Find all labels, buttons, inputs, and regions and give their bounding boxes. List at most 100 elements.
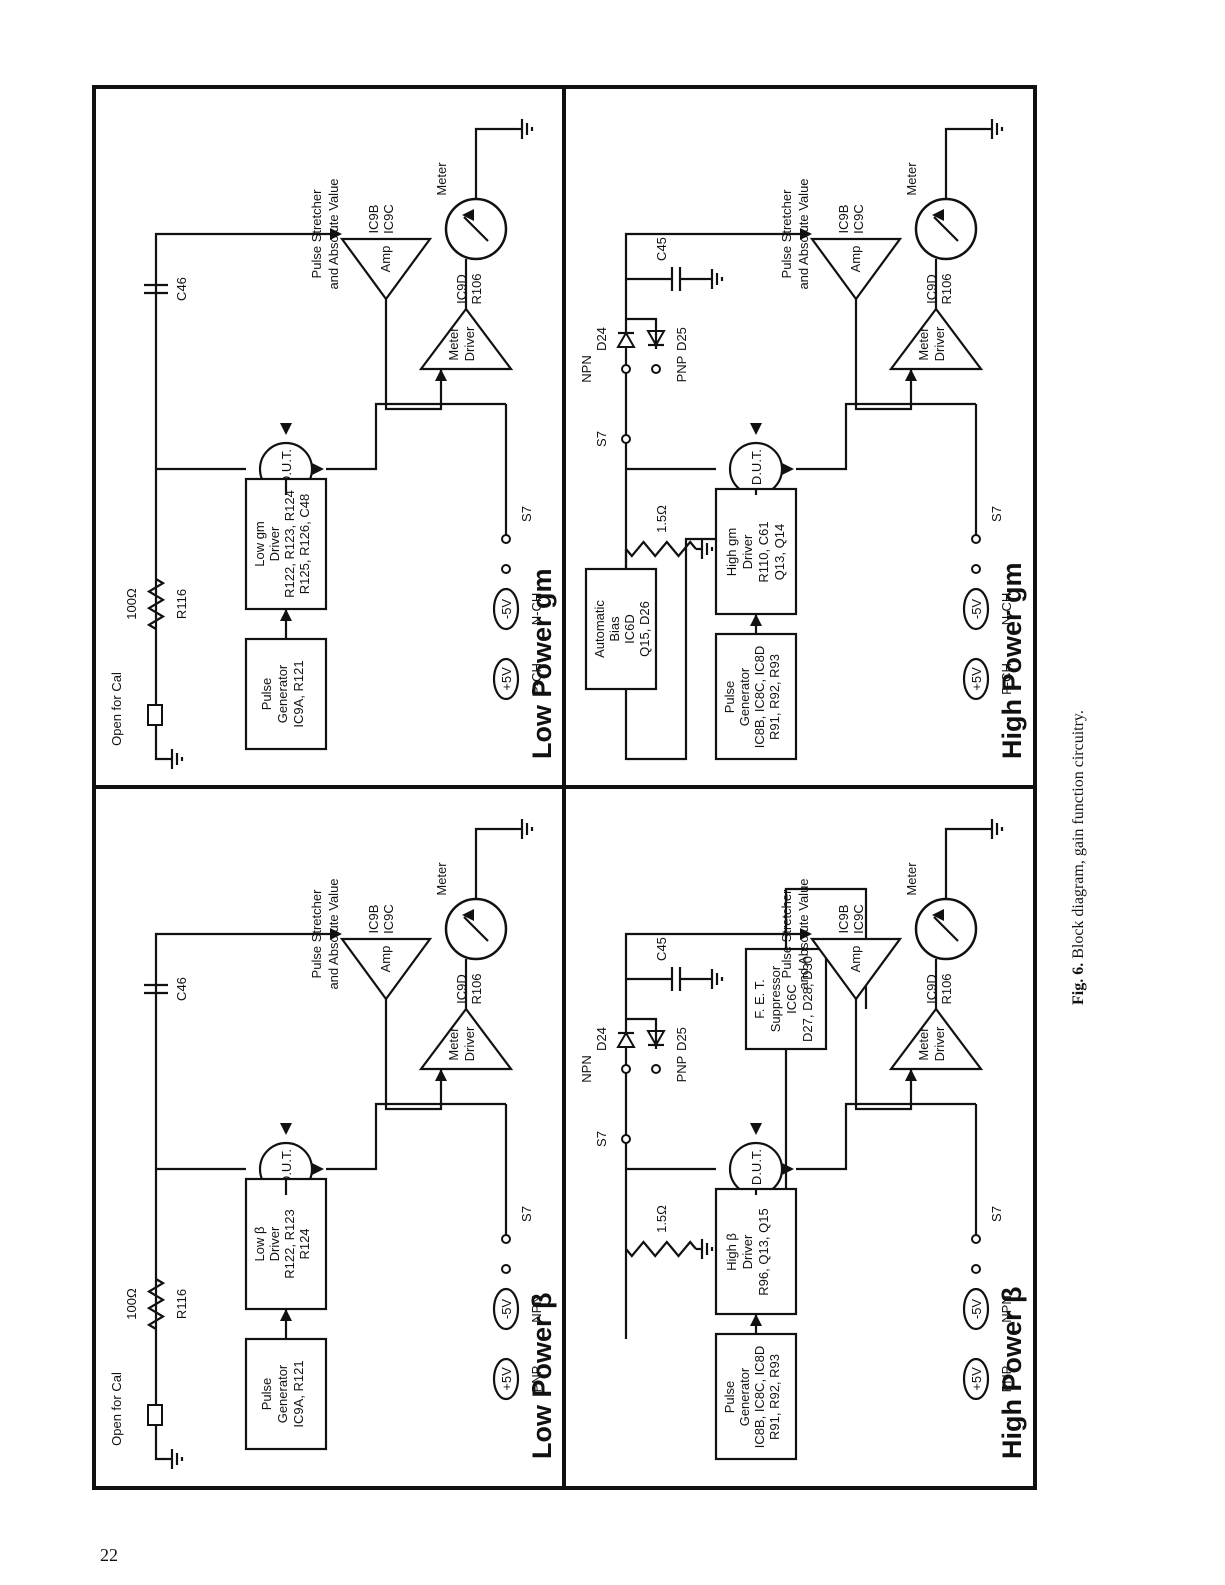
top-rail	[624, 932, 806, 1339]
pulse-generator-text: IC9A, R121	[291, 660, 306, 727]
fet-suppressor-text: D27, D28, D30	[800, 956, 815, 1042]
dut-arrow-bottom	[312, 463, 324, 475]
bias-feedback	[624, 537, 716, 761]
supply-1-label: N-CH	[529, 593, 544, 626]
page-number: 22	[100, 1545, 118, 1565]
stretcher-label-2: and Absolute Value	[326, 878, 341, 989]
meter-label: Meter	[904, 862, 919, 896]
supply-2	[492, 657, 520, 701]
supply-1-label: N-CH	[999, 593, 1014, 626]
switch-node-a	[501, 1234, 511, 1244]
meter-label: Meter	[434, 162, 449, 196]
driver-box-text: R124	[297, 1228, 312, 1259]
pulse-arrow	[750, 614, 762, 626]
driver-box-text: Q13, Q14	[772, 524, 787, 580]
figure-caption: Fig. 6. Block diagram, gain function cir…	[1070, 585, 1088, 1005]
meter-needle	[463, 916, 489, 942]
pulse-generator-text: Pulse	[259, 1378, 274, 1411]
meter-driver-label: Meter	[916, 1027, 931, 1061]
resistor-value: 1.5Ω	[654, 505, 669, 533]
supply-2-label: P-CH	[529, 663, 544, 695]
meter-to-ground	[474, 127, 516, 199]
driver-box-text: R110, C61	[756, 521, 771, 582]
driver-in-arrow	[905, 369, 917, 381]
meter-driver-triangle	[418, 1007, 514, 1071]
switch-node-b	[501, 564, 511, 574]
amp-refs: IC9C	[381, 904, 396, 934]
resistor-value: 1.5Ω	[654, 1205, 669, 1233]
meter-driver-label: Driver	[932, 1026, 947, 1061]
amp-refs: IC9B	[366, 905, 381, 934]
driver-in-arrow	[435, 369, 447, 381]
cal-jumper	[147, 704, 163, 726]
resistor-1-5	[625, 540, 697, 558]
pulse-generator-text: IC8B, IC8C, IC8D	[752, 646, 767, 749]
meter-to-ground	[944, 127, 986, 199]
pulse-generator-text: Generator	[275, 664, 290, 723]
bias-box-text: Bias	[607, 616, 622, 642]
dut-emitter	[326, 402, 506, 471]
dut-emitter	[796, 1102, 976, 1171]
supply-1	[492, 1287, 520, 1331]
supply-2-text: +5V	[499, 1367, 514, 1391]
meter-driver-label: Meter	[446, 1027, 461, 1061]
dut-arrow-bottom	[312, 1163, 324, 1175]
meter-to-ground	[944, 827, 986, 899]
amp-label: Amp	[378, 946, 393, 973]
panel-title: High Power gm	[997, 562, 1027, 759]
supply-2	[492, 1357, 520, 1401]
diode-d24	[616, 1030, 636, 1048]
driver-box-text: High gm	[724, 528, 739, 576]
meter-needle	[933, 916, 959, 942]
switch-node-a	[971, 534, 981, 544]
switch-label: S7	[519, 1206, 534, 1222]
bias-box-text: IC6D	[622, 614, 637, 644]
dut-arrow-right	[280, 423, 292, 435]
meter-driver-triangle	[888, 307, 984, 371]
meter-driver-label: Driver	[462, 326, 477, 361]
stretcher-label-2: and Absolute Value	[796, 878, 811, 989]
supply-1	[492, 587, 520, 631]
diode-node	[621, 1064, 631, 1074]
panel-title: High Power β	[997, 1287, 1027, 1460]
dut-arrow-right	[750, 423, 762, 435]
driver-box-text: Driver	[740, 1234, 755, 1269]
driver-refs: R106	[469, 973, 484, 1004]
rail-arrow	[800, 928, 812, 940]
pulse-arrow	[280, 1309, 292, 1321]
cap-label: C45	[654, 237, 669, 261]
bias-box	[584, 567, 658, 691]
pulse-generator-text: Generator	[737, 1367, 752, 1426]
fet-suppressor-text: F. E. T.	[752, 979, 767, 1019]
diode-node	[621, 364, 631, 374]
stretcher-label-1: Pulse Stretcher	[779, 189, 794, 279]
cap-label: C45	[654, 937, 669, 961]
supply-2-text: +5V	[969, 1367, 984, 1391]
pulse-generator-text: IC9A, R121	[291, 1360, 306, 1427]
supply-1-text: -5V	[499, 599, 514, 620]
amp-label: Amp	[378, 246, 393, 273]
pulse-generator-text: Generator	[737, 667, 752, 726]
resistor-r116	[146, 1278, 166, 1330]
meter-driver-triangle	[888, 1007, 984, 1071]
dut-label: D.U.T.	[749, 1149, 764, 1185]
switch-node-b	[971, 1264, 981, 1274]
driver-box-text: R125, R126, C48	[297, 494, 312, 594]
meter-driver-label: Driver	[932, 326, 947, 361]
driver-in-arrow	[905, 1069, 917, 1081]
dut-emitter	[326, 1102, 506, 1171]
diode-2-label: D25	[674, 1027, 689, 1051]
pulse-generator-text: Pulse	[722, 1381, 737, 1414]
diode-1-type: NPN	[579, 355, 594, 382]
supply-1-text: -5V	[969, 1299, 984, 1320]
bias-box-text: Automatic	[592, 600, 607, 658]
top-rail	[624, 232, 806, 639]
pulse-generator-text: IC8B, IC8C, IC8D	[752, 1346, 767, 1449]
meter-to-ground	[474, 827, 516, 899]
meter-driver-label: Driver	[462, 1026, 477, 1061]
fet-suppressor-text: IC6C	[784, 984, 799, 1014]
meter-needle-tip	[462, 209, 474, 221]
amp-triangle	[339, 237, 433, 301]
rail-arrow	[330, 228, 342, 240]
